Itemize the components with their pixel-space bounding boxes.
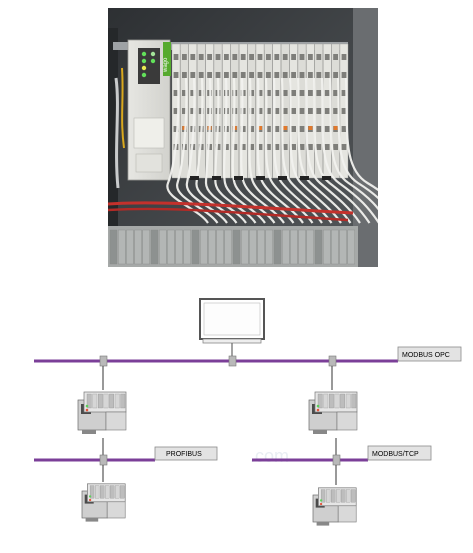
label-modbus-tcp: MODBUS/TCP [372,451,419,458]
io-coupler-icon [81,483,126,522]
tap-connector [99,355,108,367]
network-diagram-drawing: .com MODBUS OPC PROFIBUS [34,298,462,526]
io-coupler-icon [312,487,357,526]
tap-connector [332,454,341,466]
label-modbus-opc: MODBUS OPC [402,352,450,359]
plc-controller-icon [77,391,127,434]
monitor-icon [199,298,265,356]
label-box-modbus-tcp [367,445,432,461]
svg-text:wago: wago [163,57,169,73]
network-diagram: .com MODBUS OPC PROFIBUS [0,290,473,548]
tap-connector [328,355,337,367]
label-box-modbus-opc [397,346,462,362]
label-profibus: PROFIBUS [166,451,202,458]
tap-connector [99,454,108,466]
label-box-profibus [154,446,218,461]
cabinet-photo-drawing: wago [108,8,378,267]
plc-controller-icon [308,391,358,434]
wago-logo [163,42,171,76]
cabinet-wall [353,8,378,267]
watermark-text: .com [250,446,289,466]
cabinet-photo: wago [108,8,378,267]
tap-connector [228,355,237,367]
